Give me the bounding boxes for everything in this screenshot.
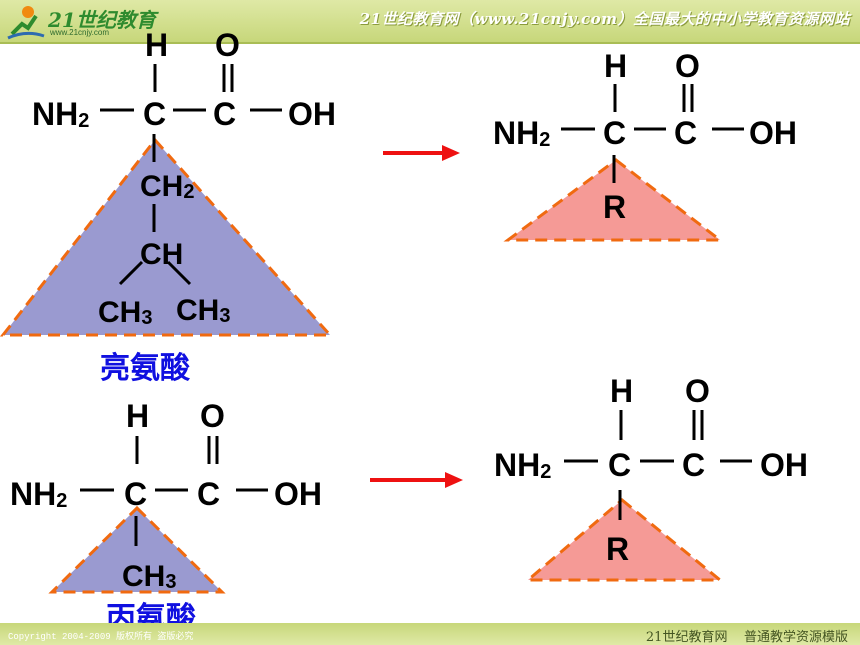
alanine-h-atom: H — [126, 398, 149, 434]
leucine-ch-ch3a-bond — [118, 260, 144, 286]
general-bottom-o-atom: O — [685, 373, 710, 409]
site-title: 21世纪教育网（www.21cnjy.com）全国最大的中小学教育资源网站 — [359, 10, 850, 28]
alanine-amino-group: NH2 — [10, 476, 67, 512]
alanine-hydroxyl: OH — [274, 476, 322, 512]
general-bottom-alpha-carbon: C — [608, 447, 631, 483]
footer-copyright: Copyright 2004-2009 版权所有 盗版必究 — [8, 632, 194, 642]
general-bottom-carboxyl-carbon: C — [682, 447, 705, 483]
site-logo: 21世纪教育 www.21cnjy.com — [6, 2, 156, 40]
general-top-r-group: R — [603, 189, 626, 225]
leucine-o-atom: O — [215, 27, 240, 63]
leucine-amino-group: NH2 — [32, 96, 89, 132]
alanine-r-group-triangle — [48, 505, 226, 594]
leucine-ch-ch3b-bond — [166, 260, 192, 286]
leucine-h-atom: H — [145, 27, 168, 63]
leucine-ch3-a: CH3 — [98, 296, 152, 329]
leucine-alpha-carbon: C — [143, 96, 166, 132]
general-top-alpha-carbon: C — [603, 115, 626, 151]
leucine-ch2-group: CH2 — [140, 170, 194, 203]
alanine-o-atom: O — [200, 398, 225, 434]
header-bar: 21世纪教育 www.21cnjy.com 21世纪教育网（www.21cnjy… — [0, 0, 860, 44]
leucine-ch-group: CH — [140, 238, 183, 271]
general-top-amino-group: NH2 — [493, 115, 550, 151]
footer-brand: 21世纪教育网 — [645, 630, 728, 645]
general-bottom-hydroxyl: OH — [760, 447, 808, 483]
logo-url: www.21cnjy.com — [50, 28, 109, 37]
leucine-ch3-b: CH3 — [176, 294, 230, 327]
general-top-hydroxyl: OH — [749, 115, 797, 151]
leucine-hydroxyl: OH — [288, 96, 336, 132]
alanine-alpha-carbon: C — [124, 476, 147, 512]
alanine-carboxyl-carbon: C — [197, 476, 220, 512]
general-bottom-r-group: R — [606, 531, 629, 567]
general-top-h-atom: H — [604, 48, 627, 84]
logo-name: 21世纪教育 — [48, 8, 156, 32]
arrow-top-head-icon — [442, 145, 460, 161]
leucine-carboxyl-carbon: C — [213, 96, 236, 132]
leucine-name-label: 亮氨酸 — [100, 351, 191, 386]
leucine-r-group-triangle — [0, 137, 334, 337]
arrow-bottom-head-icon — [445, 472, 463, 488]
general-top-r-triangle — [503, 158, 725, 242]
alanine-ch3-group: CH3 — [122, 560, 176, 593]
general-bottom-h-atom: H — [610, 373, 633, 409]
general-top-carboxyl-carbon: C — [674, 115, 697, 151]
runner-logo-icon — [7, 6, 45, 40]
general-top-o-atom: O — [675, 48, 700, 84]
general-bottom-amino-group: NH2 — [494, 447, 551, 483]
footer-brand-line: 21世纪教育网 普通教学资源模版 — [646, 626, 848, 645]
footer-template: 普通教学资源模版 — [743, 630, 848, 645]
general-bottom-r-triangle — [523, 498, 725, 582]
footer-bar: Copyright 2004-2009 版权所有 盗版必究 21世纪教育网 普通… — [0, 623, 860, 645]
